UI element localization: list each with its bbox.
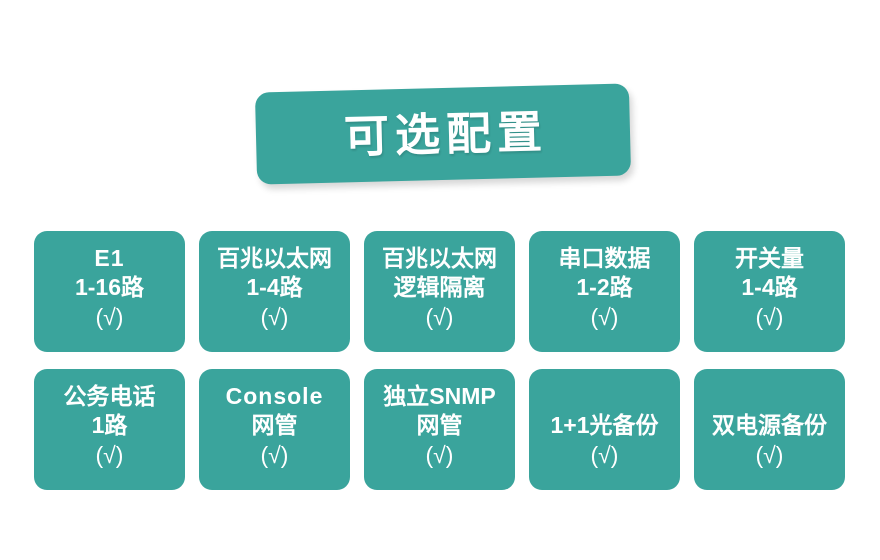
feature-card-line-2: 网管	[416, 412, 463, 438]
feature-card-check: (√)	[755, 442, 784, 468]
feature-card-text: 串口数据 1-2路 (√)	[529, 244, 680, 332]
feature-card-dual-power-redundancy[interactable]: 双电源备份 (√)	[694, 369, 845, 490]
feature-card-line-2: 1-4路	[246, 274, 303, 300]
feature-card-line-1: E1	[94, 245, 125, 271]
page-title-banner: 可选配置	[254, 83, 632, 185]
feature-card-line-2: 1-4路	[741, 274, 798, 300]
feature-card-fast-ethernet[interactable]: 百兆以太网 1-4路 (√)	[199, 231, 350, 352]
feature-card-line-2: 1-2路	[576, 274, 633, 300]
feature-card-line-2: 1-16路	[74, 274, 145, 300]
feature-card-serial-data[interactable]: 串口数据 1-2路 (√)	[529, 231, 680, 352]
feature-card-check: (√)	[425, 442, 454, 468]
feature-card-e1[interactable]: E1 1-16路 (√)	[34, 231, 185, 352]
feature-card-line-1: 公务电话	[63, 383, 156, 409]
feature-card-line-2: 网管	[251, 412, 298, 438]
banner-shape: 可选配置	[254, 83, 632, 185]
feature-card-line-1: 双电源备份	[712, 412, 827, 438]
feature-card-console-management[interactable]: Console 网管 (√)	[199, 369, 350, 490]
feature-card-switching-value[interactable]: 开关量 1-4路 (√)	[694, 231, 845, 352]
feature-card-text: 1+1光备份 (√)	[529, 411, 680, 470]
feature-card-text: 双电源备份 (√)	[694, 411, 845, 470]
feature-card-line-1: 独立SNMP	[383, 383, 496, 409]
feature-card-check: (√)	[425, 304, 454, 330]
feature-card-text: 百兆以太网 1-4路 (√)	[199, 244, 350, 332]
feature-card-line-2: 逻辑隔离	[393, 274, 486, 300]
feature-card-check: (√)	[260, 442, 289, 468]
feature-card-check: (√)	[260, 304, 289, 330]
feature-card-line-1: 串口数据	[558, 245, 651, 271]
feature-card-text: E1 1-16路 (√)	[34, 244, 185, 332]
feature-card-line-1: 1+1光备份	[550, 412, 659, 438]
feature-card-line-1: 百兆以太网	[382, 245, 497, 271]
feature-card-row: E1 1-16路 (√) 百兆以太网 1-4路 (√) 百兆以太网 逻辑隔离 (…	[34, 231, 846, 352]
feature-card-line-2: 1路	[91, 412, 128, 438]
feature-card-line-1: Console	[225, 383, 324, 409]
feature-card-service-phone[interactable]: 公务电话 1路 (√)	[34, 369, 185, 490]
feature-card-grid: E1 1-16路 (√) 百兆以太网 1-4路 (√) 百兆以太网 逻辑隔离 (…	[34, 231, 846, 490]
feature-card-check: (√)	[95, 442, 124, 468]
feature-card-check: (√)	[590, 304, 619, 330]
feature-card-check: (√)	[755, 304, 784, 330]
feature-card-text: 公务电话 1路 (√)	[34, 382, 185, 470]
feature-card-row: 公务电话 1路 (√) Console 网管 (√) 独立SNMP 网管 (√)	[34, 369, 846, 490]
feature-card-independent-snmp[interactable]: 独立SNMP 网管 (√)	[364, 369, 515, 490]
feature-card-check: (√)	[95, 304, 124, 330]
feature-card-line-1: 开关量	[735, 245, 804, 271]
feature-card-optical-redundancy[interactable]: 1+1光备份 (√)	[529, 369, 680, 490]
feature-card-line-1: 百兆以太网	[217, 245, 332, 271]
feature-card-text: 百兆以太网 逻辑隔离 (√)	[364, 244, 515, 332]
feature-card-ethernet-isolation[interactable]: 百兆以太网 逻辑隔离 (√)	[364, 231, 515, 352]
feature-card-text: 开关量 1-4路 (√)	[694, 244, 845, 332]
feature-card-text: 独立SNMP 网管 (√)	[364, 382, 515, 470]
feature-card-text: Console 网管 (√)	[199, 382, 350, 470]
feature-card-check: (√)	[590, 442, 619, 468]
page-title: 可选配置	[343, 105, 549, 162]
